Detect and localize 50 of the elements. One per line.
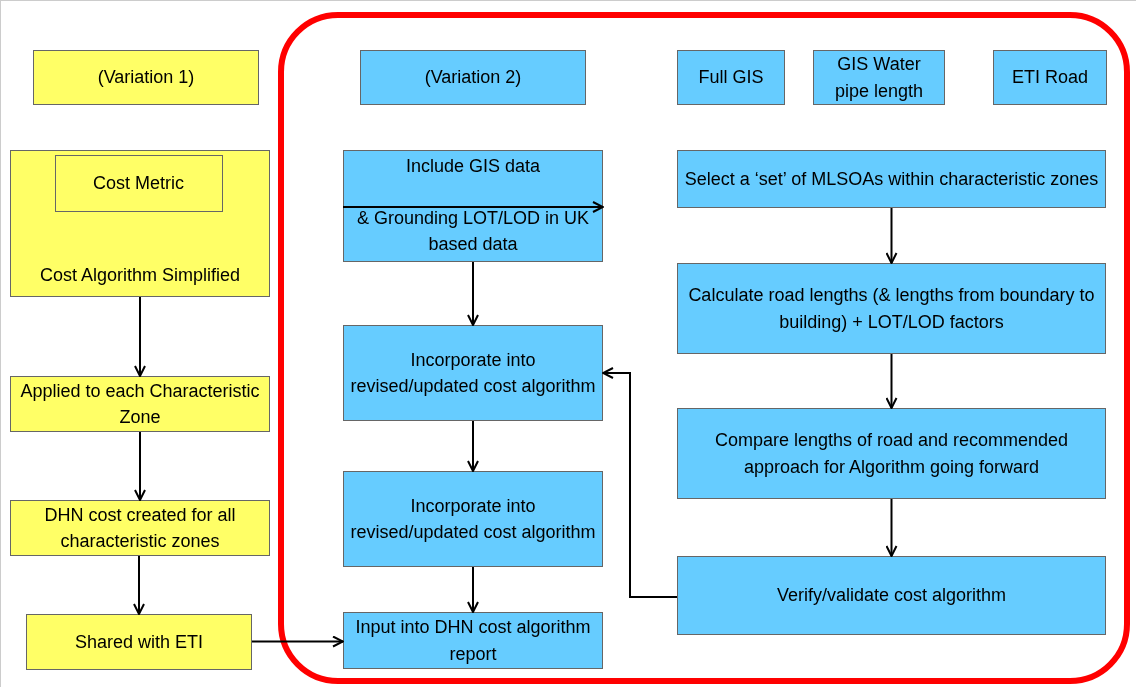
step-box bbox=[10, 150, 270, 297]
arrow bbox=[602, 367, 678, 599]
arrow bbox=[134, 431, 146, 501]
arrow bbox=[467, 566, 479, 613]
process-box bbox=[993, 50, 1107, 105]
process-box bbox=[677, 50, 785, 105]
arrow bbox=[885, 498, 898, 557]
process-box bbox=[677, 150, 1106, 208]
box-text: Incorporate into revised/updated cost algorithm bbox=[349, 494, 597, 544]
box-text: (Variation 2) bbox=[423, 66, 523, 90]
step-box bbox=[26, 614, 252, 670]
arrow bbox=[467, 261, 479, 326]
box-text: Applied to each Characteristic Zone bbox=[19, 379, 261, 429]
step-box bbox=[10, 500, 270, 556]
box-text: Cost Metric bbox=[92, 171, 185, 195]
arrow bbox=[133, 555, 145, 615]
arrow bbox=[467, 420, 479, 472]
process-box bbox=[343, 325, 603, 421]
process-box bbox=[343, 471, 603, 567]
box-text: & Grounding LOT/LOD in UK based data bbox=[355, 206, 591, 256]
box-text: GIS Water pipe length bbox=[833, 53, 925, 103]
box-text: ETI Road bbox=[1010, 66, 1089, 90]
box-text: Cost Algorithm Simplified bbox=[38, 263, 242, 287]
process-box bbox=[343, 150, 603, 262]
box-text: Include GIS data bbox=[404, 155, 542, 178]
arrow bbox=[885, 353, 898, 409]
flow-container bbox=[278, 12, 1130, 684]
step-box bbox=[33, 50, 259, 105]
box-text: Full GIS bbox=[697, 66, 765, 90]
arrow bbox=[134, 296, 146, 377]
process-box bbox=[813, 50, 945, 105]
box-text: Select a ‘set’ of MLSOAs within characteristic zones bbox=[683, 167, 1100, 191]
process-box bbox=[360, 50, 586, 105]
process-box bbox=[343, 612, 603, 669]
arrow bbox=[251, 635, 344, 648]
arrow bbox=[885, 207, 898, 264]
box-text: Input into DHN cost algorithm report bbox=[354, 616, 592, 666]
process-box bbox=[677, 556, 1106, 635]
arrow bbox=[342, 201, 604, 213]
box-text: Verify/validate cost algorithm bbox=[775, 584, 1008, 608]
box-text: (Variation 1) bbox=[96, 66, 196, 90]
step-box bbox=[54, 154, 223, 212]
box-text: Compare lengths of road and recommended approach for Algorithm going forward bbox=[713, 429, 1070, 479]
process-box bbox=[677, 408, 1106, 499]
process-box bbox=[677, 263, 1106, 354]
step-box bbox=[10, 376, 270, 432]
box-text: Incorporate into revised/updated cost algorithm bbox=[349, 348, 597, 398]
box-text: Calculate road lengths (& lengths from boundary to building) + LOT/LOD factors bbox=[687, 284, 1096, 334]
box-text: DHN cost created for all characteristic zones bbox=[43, 503, 237, 553]
box-text: Shared with ETI bbox=[73, 630, 205, 654]
